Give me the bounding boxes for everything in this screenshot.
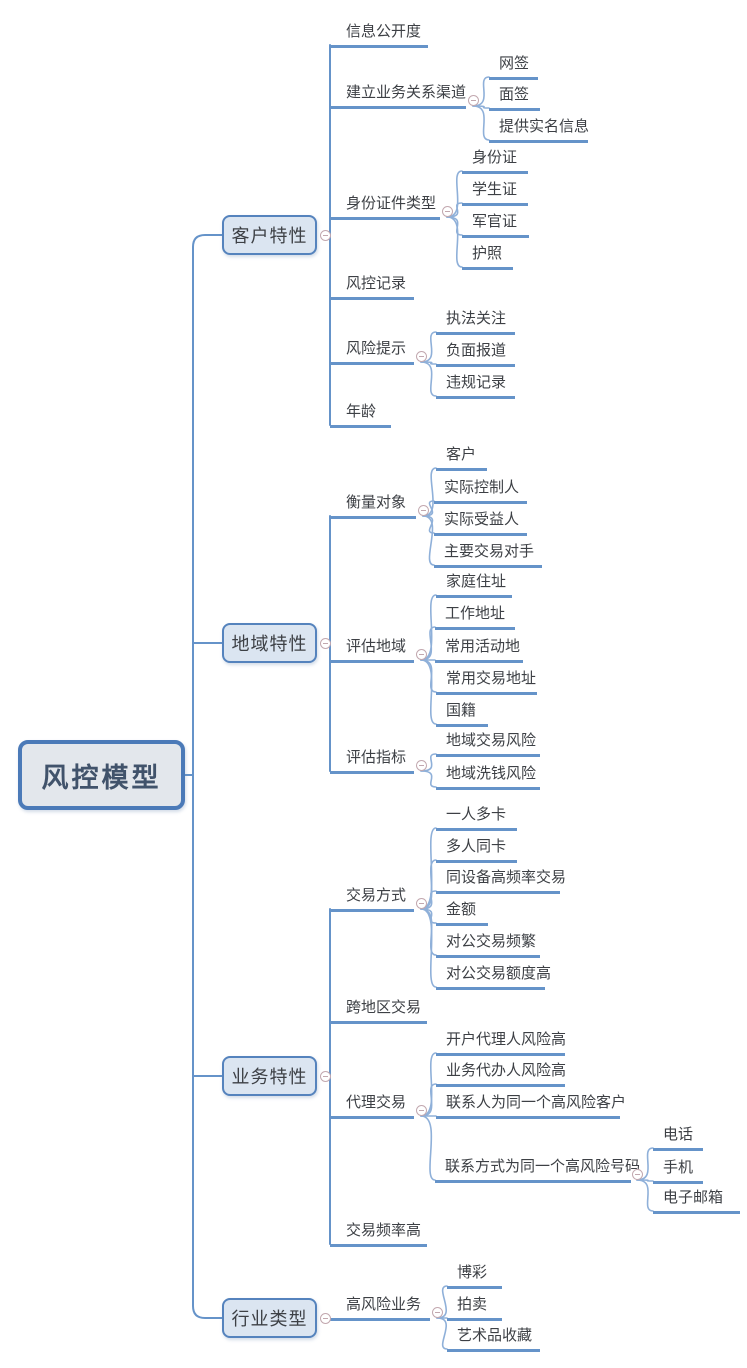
mindmap-node-multi-person-one-card[interactable]: 多人同卡	[436, 833, 517, 863]
mindmap-node-risk-control-model[interactable]: 风控模型	[18, 740, 185, 810]
mindmap-node-risk-control-record[interactable]: 风控记录	[330, 270, 414, 300]
mindmap-node-home-address[interactable]: 家庭住址	[436, 568, 512, 598]
mindmap-node-military-card[interactable]: 军官证	[462, 208, 529, 238]
connector-path	[420, 626, 436, 661]
mindmap-node-phone[interactable]: 电话	[653, 1121, 703, 1151]
connector-path	[436, 1285, 448, 1319]
mindmap-node-main-counterparty[interactable]: 主要交易对手	[434, 538, 542, 568]
mindmap-node-regional-transaction-risk[interactable]: 地域交易风险	[436, 727, 540, 757]
collapse-icon-risk-alert[interactable]	[415, 350, 427, 362]
mindmap-node-transaction-mode[interactable]: 交易方式	[330, 882, 414, 912]
mindmap-node-info-transparency[interactable]: 信息公开度	[330, 18, 428, 48]
mindmap-node-regional-laundering-risk[interactable]: 地域洗钱风险	[436, 760, 540, 790]
mindmap-node-assess-indicator[interactable]: 评估指标	[330, 744, 414, 774]
mindmap-node-frequent-corporate-transactions[interactable]: 对公交易频繁	[436, 928, 540, 958]
connector-path	[420, 1115, 436, 1181]
mindmap-node-customer[interactable]: 客户	[436, 441, 487, 471]
mindmap-node-email[interactable]: 电子邮箱	[653, 1184, 740, 1214]
mindmap-node-risk-alert[interactable]: 风险提示	[330, 335, 414, 365]
mindmap-node-contact-same-high-risk-customer[interactable]: 联系人为同一个高风险客户	[436, 1089, 626, 1119]
collapse-icon-contact-same-high-risk-number[interactable]	[631, 1168, 643, 1180]
collapse-icon-id-document-type[interactable]	[441, 205, 453, 217]
mindmap-node-in-person-sign[interactable]: 面签	[489, 81, 540, 111]
mindmap-node-mobile[interactable]: 手机	[653, 1154, 703, 1184]
connector-path	[446, 170, 463, 218]
connector-path	[420, 659, 437, 725]
connector-path	[420, 859, 437, 910]
collapse-icon-assess-indicator[interactable]	[415, 759, 427, 771]
connector-path	[192, 234, 223, 1319]
connector-path	[420, 908, 437, 988]
mindmap-node-work-address[interactable]: 工作地址	[435, 600, 515, 630]
mindmap-node-age[interactable]: 年龄	[330, 398, 391, 428]
connector-path	[420, 361, 437, 397]
mindmap-node-same-device-high-frequency[interactable]: 同设备高频率交易	[436, 864, 566, 894]
mindmap-node-contact-same-high-risk-number[interactable]: 联系方式为同一个高风险号码	[435, 1153, 640, 1183]
mindmap-node-nationality[interactable]: 国籍	[436, 697, 488, 727]
collapse-icon-assess-region[interactable]	[415, 648, 427, 660]
collapse-icon-industry-type[interactable]	[319, 1312, 331, 1324]
mindmap-node-id-document-type[interactable]: 身份证件类型	[330, 190, 440, 220]
mindmap-node-agent-transaction[interactable]: 代理交易	[330, 1089, 414, 1119]
mindmap-node-customer-traits[interactable]: 客户特性	[222, 215, 317, 255]
connector-path	[636, 1179, 654, 1212]
mindmap-node-real-name-info[interactable]: 提供实名信息	[489, 113, 589, 143]
connector-path	[446, 216, 463, 268]
mindmap-node-violation-record[interactable]: 违规记录	[436, 369, 515, 399]
mindmap-node-account-agent-high-risk[interactable]: 开户代理人风险高	[436, 1026, 566, 1056]
connector-path	[472, 105, 490, 141]
connector-path	[420, 1052, 437, 1117]
connector-path	[422, 515, 435, 566]
connector-path	[422, 467, 437, 517]
collapse-icon-relationship-channel[interactable]	[467, 94, 479, 106]
mindmap-node-business-agent-high-risk[interactable]: 业务代办人风险高	[436, 1057, 566, 1087]
mindmap-node-passport[interactable]: 护照	[462, 240, 513, 270]
mindmap-node-frequent-activity-place[interactable]: 常用活动地	[435, 633, 523, 663]
mindmap-node-online-sign[interactable]: 网签	[489, 50, 538, 80]
mindmap-node-student-card[interactable]: 学生证	[462, 176, 528, 206]
mindmap-node-gambling[interactable]: 博彩	[447, 1259, 502, 1289]
mindmap-node-high-transaction-frequency[interactable]: 交易频率高	[330, 1217, 427, 1247]
collapse-icon-region-traits[interactable]	[319, 637, 331, 649]
mindmap-node-business-traits[interactable]: 业务特性	[222, 1056, 317, 1096]
mindmap-node-art-collection[interactable]: 艺术品收藏	[447, 1322, 540, 1352]
mindmap-node-frequent-transaction-address[interactable]: 常用交易地址	[436, 665, 537, 695]
collapse-icon-customer-traits[interactable]	[319, 229, 331, 241]
mindmap-node-high-corporate-transaction-amount[interactable]: 对公交易额度高	[436, 960, 551, 990]
mindmap-node-one-person-multi-card[interactable]: 一人多卡	[436, 801, 517, 831]
mindmap-node-law-enforcement-attention[interactable]: 执法关注	[436, 305, 515, 335]
mindmap-node-id-card[interactable]: 身份证	[462, 144, 528, 174]
connector-path	[636, 1147, 654, 1181]
mindmap-node-relationship-channel[interactable]: 建立业务关系渠道	[330, 79, 466, 109]
collapse-icon-high-risk-business[interactable]	[431, 1306, 443, 1318]
connector-path	[420, 827, 437, 910]
mindmap-node-assess-region[interactable]: 评估地域	[330, 633, 414, 663]
connector-path	[472, 76, 490, 107]
mindmap-node-high-risk-business[interactable]: 高风险业务	[330, 1291, 430, 1321]
mindmap-node-auction[interactable]: 拍卖	[447, 1291, 502, 1321]
mindmap-node-cross-region-transaction[interactable]: 跨地区交易	[330, 994, 427, 1024]
mindmap-node-measure-target[interactable]: 衡量对象	[330, 489, 416, 519]
connector-path	[422, 500, 435, 517]
mindmap-node-industry-type[interactable]: 行业类型	[222, 1298, 317, 1338]
mindmap-node-actual-beneficiary[interactable]: 实际受益人	[434, 506, 527, 536]
collapse-icon-agent-transaction[interactable]	[415, 1104, 427, 1116]
connector-path	[420, 1083, 437, 1117]
collapse-icon-transaction-mode[interactable]	[415, 897, 427, 909]
connector-path	[436, 1317, 448, 1350]
connector-path	[420, 331, 437, 363]
connector-path	[420, 770, 437, 788]
mindmap-node-actual-controller[interactable]: 实际控制人	[434, 474, 527, 504]
mindmap-node-region-traits[interactable]: 地域特性	[222, 623, 317, 663]
mindmap-node-negative-news[interactable]: 负面报道	[436, 337, 515, 367]
mindmap-node-amount[interactable]: 金额	[436, 896, 488, 926]
collapse-icon-business-traits[interactable]	[319, 1070, 331, 1082]
collapse-icon-measure-target[interactable]	[417, 504, 429, 516]
